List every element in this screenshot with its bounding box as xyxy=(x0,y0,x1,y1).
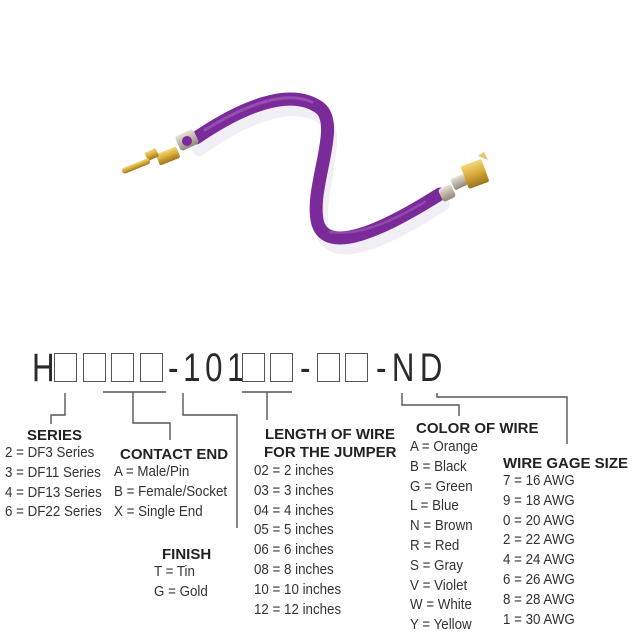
series-option: 2 = DF3 Series xyxy=(5,445,95,461)
length-option: 12 = 12 inches xyxy=(254,601,342,618)
male-pin-contact xyxy=(121,129,199,174)
color-option: A = Orange xyxy=(410,439,478,455)
part-number-dash: - xyxy=(300,346,311,390)
length-option: 10 = 10 inches xyxy=(254,581,342,598)
part-number-suffix: -ND xyxy=(376,346,448,390)
length-option: 03 = 3 inches xyxy=(254,482,334,499)
gage-option: 2 = 22 AWG xyxy=(503,532,575,549)
contact-end-heading: CONTACT END xyxy=(120,446,229,463)
part-number-middle: -101 xyxy=(168,346,250,390)
contact-end-box-2 xyxy=(111,353,134,382)
contact-end-option: A = Male/Pin xyxy=(114,464,190,480)
gage-option: 0 = 20 AWG xyxy=(503,512,575,529)
length-option: 05 = 5 inches xyxy=(254,522,334,539)
color-option: W = White xyxy=(410,597,472,614)
length-box-2 xyxy=(270,353,293,382)
gage-heading: WIRE GAGE SIZE xyxy=(503,455,629,472)
color-option: L = Blue xyxy=(410,498,459,515)
series-option: 3 = DF11 Series xyxy=(5,464,101,481)
length-list: 02 = 2 inches 03 = 3 inches 04 = 4 inche… xyxy=(254,462,349,620)
finish-heading: FINISH xyxy=(162,546,212,563)
length-heading-line2: FOR THE JUMPER xyxy=(264,444,397,461)
length-option: 02 = 2 inches xyxy=(254,463,334,479)
series-box xyxy=(54,353,77,382)
wire xyxy=(189,92,447,245)
contact-end-box-1 xyxy=(83,353,106,382)
color-option: N = Brown xyxy=(410,518,473,535)
gage-option: 4 = 24 AWG xyxy=(503,552,575,569)
color-option: Y = Yellow xyxy=(410,617,472,634)
series-heading: SERIES xyxy=(27,427,83,444)
female-socket-contact xyxy=(438,152,489,202)
contact-end-list: A = Male/Pin B = Female/Socket X = Singl… xyxy=(114,463,237,522)
gage-option: 9 = 18 AWG xyxy=(503,492,575,509)
length-option: 04 = 4 inches xyxy=(254,502,334,519)
color-option: S = Gray xyxy=(410,557,464,574)
color-option: B = Black xyxy=(410,458,467,475)
finish-list: T = Tin G = Gold xyxy=(154,563,212,603)
finish-option: G = Gold xyxy=(154,583,208,600)
gage-option: 7 = 16 AWG xyxy=(503,473,575,489)
length-option: 06 = 6 inches xyxy=(254,542,334,559)
gage-option: 1 = 30 AWG xyxy=(503,611,575,628)
length-option: 08 = 8 inches xyxy=(254,561,334,578)
length-box-1 xyxy=(242,353,265,382)
gage-box xyxy=(345,353,368,382)
color-list: A = Orange B = Black G = Green L = Blue … xyxy=(410,438,484,636)
series-list: 2 = DF3 Series 3 = DF11 Series 4 = DF13 … xyxy=(5,444,110,523)
color-box xyxy=(317,353,340,382)
finish-option: T = Tin xyxy=(154,564,195,580)
gage-option: 6 = 26 AWG xyxy=(503,571,575,588)
part-number-prefix: H xyxy=(32,346,55,390)
length-heading-line1: LENGTH OF WIRE xyxy=(265,426,395,443)
jumper-wire-photo xyxy=(121,92,489,255)
color-option: V = Violet xyxy=(410,577,468,594)
color-heading: COLOR OF WIRE xyxy=(416,420,539,437)
color-option: G = Green xyxy=(410,478,473,495)
contact-end-option: B = Female/Socket xyxy=(114,483,228,500)
series-option: 6 = DF22 Series xyxy=(5,504,102,521)
contact-end-option: X = Single End xyxy=(114,503,203,520)
gage-option: 8 = 28 AWG xyxy=(503,591,575,608)
finish-box xyxy=(140,353,163,382)
series-option: 4 = DF13 Series xyxy=(5,484,102,501)
color-option: R = Red xyxy=(410,537,460,554)
gage-list: 7 = 16 AWG 9 = 18 AWG 0 = 20 AWG 2 = 22 … xyxy=(503,472,581,630)
